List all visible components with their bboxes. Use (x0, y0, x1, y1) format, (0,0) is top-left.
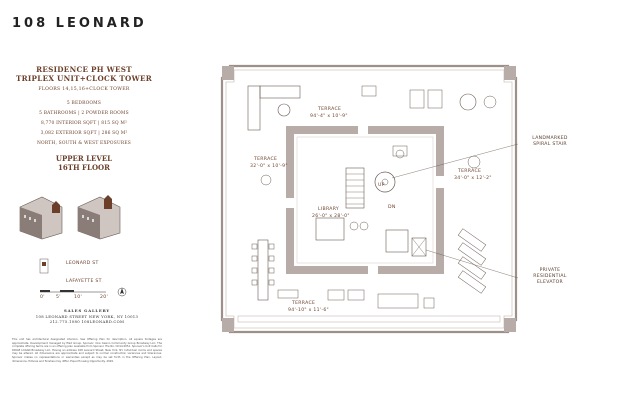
spiral-stair-icon (374, 171, 396, 193)
callout-line: RESIDENTIAL (533, 274, 567, 279)
terrace-north-dim: 94'-4" x 10'-9" (310, 113, 348, 119)
library-dim: 26'-0" x 28'-0" (312, 213, 350, 219)
callout-line: ELEVATOR (536, 280, 563, 285)
level-line-2: 16TH FLOOR (58, 162, 110, 172)
terrace-north-label: TERRACE (317, 106, 341, 112)
callout-line: SPIRAL STAIR (533, 142, 567, 147)
brand-logo: 108 LEONARD (12, 16, 147, 31)
scale-label-20: 20' (100, 294, 108, 300)
terrace-south-dim: 94'-10" x 11'-6" (288, 307, 329, 313)
unit-specs: 5 BEDROOMS 5 BATHROOMS | 2 POWDER ROOMS … (8, 99, 160, 149)
scale-label-5: 5' (56, 294, 61, 300)
sales-gallery: SALES GALLERY 108 LEONARD STREET NEW YOR… (12, 308, 162, 325)
spiral-stair-callout: LANDMARKED SPIRAL STAIR (520, 136, 580, 148)
scale-bar: LEONARD ST LAFAYETTE ST 0' 5' 10' 20' (39, 258, 127, 300)
callout-line: LANDMARKED (532, 136, 568, 141)
elevator-shaft (411, 237, 427, 257)
residence-title: RESIDENCE PH WEST TRIPLEX UNIT+CLOCK TOW… (8, 65, 160, 83)
key-plan-illustration (19, 195, 121, 240)
library-label: LIBRARY (318, 206, 339, 212)
spec-item: 5 BEDROOMS (66, 101, 102, 106)
legal-disclaimer: This unit has architectural designated i… (12, 338, 162, 363)
terrace-east-dim: 34'-0" x 12'-2" (454, 175, 492, 181)
street-bottom-label: LAFAYETTE ST (66, 278, 102, 284)
spec-item: 3,082 EXTERIOR SQFT | 286 SQ M² (40, 131, 128, 136)
sales-contact: 212.775.1080 108LEONARD.COM (49, 319, 125, 325)
terrace-west-dim: 32'-0" x 10'-9" (250, 163, 288, 169)
title-line-1: RESIDENCE PH WEST (36, 65, 132, 74)
callout-line: PRIVATE (539, 268, 561, 273)
street-top-label: LEONARD ST (66, 260, 99, 266)
stair-down-label: DN (388, 204, 396, 210)
terrace-west-label: TERRACE (253, 156, 277, 162)
floors-label: FLOORS 14,15,16+CLOCK TOWER (38, 87, 130, 92)
spec-item: NORTH, SOUTH & WEST EXPOSURES (37, 141, 131, 146)
title-line-2: TRIPLEX UNIT+CLOCK TOWER (15, 73, 153, 83)
sales-address: 108 LEONARD STREET NEW YORK, NY 10013 (35, 313, 139, 319)
terrace-east-label: TERRACE (457, 168, 481, 174)
unit-info: RESIDENCE PH WEST TRIPLEX UNIT+CLOCK TOW… (8, 65, 160, 172)
scale-label-0: 0' (40, 294, 45, 300)
spec-item: 8,770 INTERIOR SQFT | 815 SQ M² (40, 121, 128, 126)
elevator-callout: PRIVATE RESIDENTIAL ELEVATOR (520, 268, 580, 286)
scale-label-10: 10' (74, 294, 82, 300)
floor-plan: TERRACE 94'-4" x 10'-9" TERRACE 32'-0" x… (220, 64, 519, 334)
level-line-1: UPPER LEVEL (55, 154, 113, 163)
terrace-south-label: TERRACE (291, 300, 315, 306)
sales-title: SALES GALLERY (64, 308, 110, 313)
stair-up-label: UP (378, 182, 385, 188)
spec-item: 5 BATHROOMS | 2 POWDER ROOMS (39, 111, 129, 116)
level-title: UPPER LEVEL 16TH FLOOR (8, 154, 160, 172)
